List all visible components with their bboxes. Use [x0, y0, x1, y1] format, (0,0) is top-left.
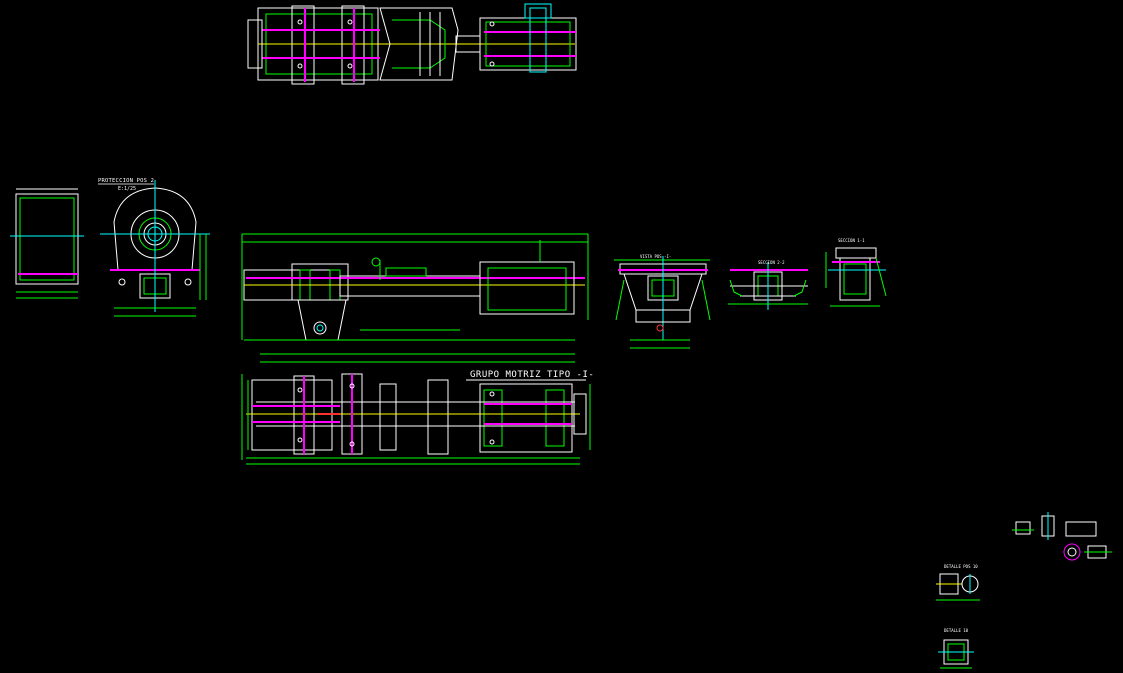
seccion-1-view: [825, 247, 887, 307]
proteccion-side-view: [10, 188, 84, 299]
vista-view: [614, 256, 711, 349]
vista-title: VISTA POS -I-: [640, 254, 671, 259]
seccion-2-view: [728, 262, 808, 310]
main-title: GRUPO MOTRIZ TIPO -I-: [470, 370, 594, 380]
main-elevation-view: [241, 233, 589, 363]
lower-plan-view: [241, 373, 591, 465]
seccion2-title: SECCION 2-2: [758, 260, 785, 265]
detalle-b-title: DETALLE 10: [944, 628, 969, 633]
seccion1-title: SECCION 1-1: [838, 238, 865, 243]
proteccion-front-view: [100, 180, 210, 317]
detalle-a-title: DETALLE POS 10: [944, 564, 978, 569]
proteccion-scale: E:1/25: [118, 186, 136, 192]
top-plan-view: [247, 3, 577, 85]
detail-cluster: [936, 512, 1112, 669]
proteccion-title: PROTECCION POS 2: [98, 178, 154, 184]
